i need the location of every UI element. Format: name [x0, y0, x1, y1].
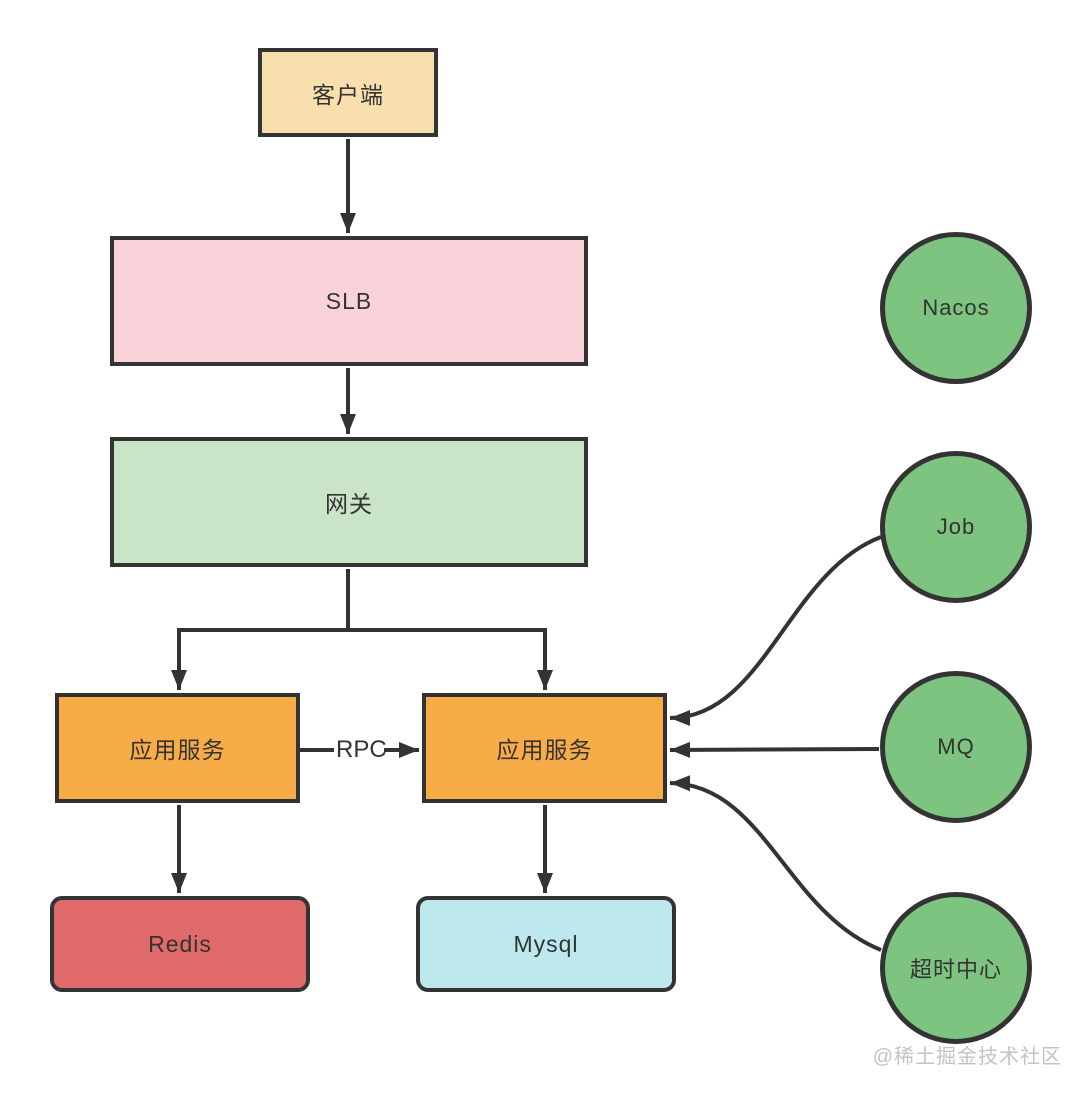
- node-timeout-center: 超时中心: [880, 892, 1032, 1044]
- edge-timeout-to-app-right: [669, 775, 882, 952]
- edge-job-to-app-right: [669, 535, 882, 726]
- node-client-label: 客户端: [312, 81, 384, 108]
- node-nacos: Nacos: [880, 232, 1032, 384]
- node-app-service-right: 应用服务: [422, 693, 667, 803]
- node-slb: SLB: [110, 236, 588, 366]
- node-mq: MQ: [880, 671, 1032, 823]
- node-job: Job: [880, 451, 1032, 603]
- node-nacos-label: Nacos: [922, 295, 990, 320]
- node-client: 客户端: [258, 48, 438, 137]
- node-gateway: 网关: [110, 437, 588, 567]
- node-gateway-label: 网关: [325, 491, 373, 517]
- node-mq-label: MQ: [937, 734, 975, 759]
- node-app-service-left-label: 应用服务: [129, 737, 226, 763]
- node-redis-label: Redis: [148, 930, 212, 957]
- node-mysql: Mysql: [416, 896, 676, 992]
- edge-gateway-split: [179, 569, 545, 632]
- node-app-service-left: 应用服务: [55, 693, 300, 803]
- node-timeout-center-label: 超时中心: [909, 957, 1002, 982]
- node-slb-label: SLB: [325, 287, 373, 314]
- edge-mq-to-app-right: [669, 741, 880, 758]
- node-redis: Redis: [50, 896, 310, 992]
- watermark: @稀土掘金技术社区: [872, 1046, 1062, 1068]
- rpc-edge-label: RPC: [336, 736, 387, 763]
- node-app-service-right-label: 应用服务: [496, 737, 593, 763]
- node-mysql-label: Mysql: [513, 930, 579, 957]
- node-job-label: Job: [936, 514, 976, 539]
